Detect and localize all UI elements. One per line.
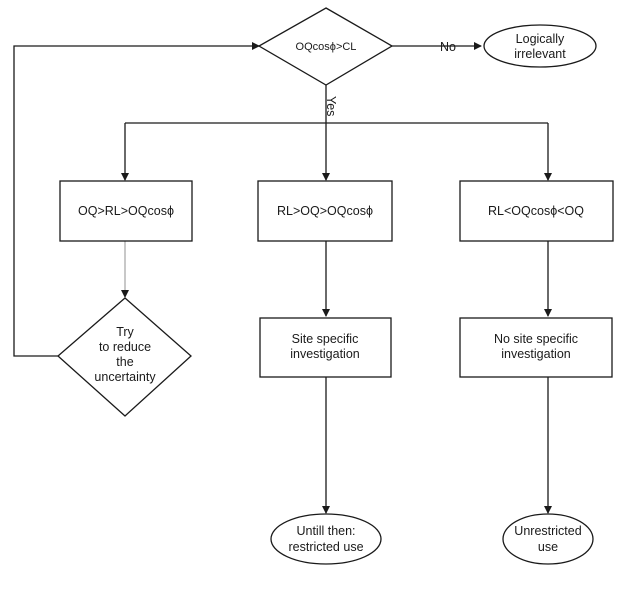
box-mid-text: RL>OQ>OQcosϕ <box>277 204 373 218</box>
terminal-irrelevant: Logically irrelevant <box>483 24 597 68</box>
decision-reduce-line-1: Try <box>116 325 134 339</box>
box-no-site-specific: No site specific investigation <box>459 317 613 378</box>
terminal-irrelevant-line-1: Logically <box>516 32 565 46</box>
terminal-restricted-line-1: Untill then: <box>296 524 355 538</box>
decision-top-text: OQcosϕ>CL <box>296 41 357 53</box>
terminal-restricted-line-2: restricted use <box>288 540 363 554</box>
box-site-line-2: investigation <box>290 347 360 361</box>
box-left-text: OQ>RL>OQcosϕ <box>78 204 174 218</box>
edge-no-label: No <box>440 40 456 54</box>
box-site-specific: Site specific investigation <box>259 317 392 378</box>
box-left: OQ>RL>OQcosϕ <box>59 180 193 242</box>
decision-reduce-uncertainty: Try to reduce the uncertainty <box>57 297 192 417</box>
feedback-loop <box>13 42 260 357</box>
decision-top: OQcosϕ>CL <box>257 7 394 86</box>
box-nosite-line-2: investigation <box>501 347 571 361</box>
terminal-restricted: Untill then: restricted use <box>270 513 382 565</box>
box-site-line-1: Site specific <box>292 332 359 346</box>
edge-yes-label: Yes <box>324 96 338 116</box>
decision-reduce-line-3: the <box>116 355 133 369</box>
box-right: RL<OQcosϕ<OQ <box>459 180 614 242</box>
box-mid: RL>OQ>OQcosϕ <box>257 180 393 242</box>
terminal-unrestricted-line-1: Unrestricted <box>514 524 581 538</box>
terminal-irrelevant-line-2: irrelevant <box>514 47 566 61</box>
decision-reduce-line-4: uncertainty <box>94 370 156 384</box>
terminal-unrestricted: Unrestricted use <box>502 513 594 565</box>
box-nosite-line-1: No site specific <box>494 332 578 346</box>
box-right-text: RL<OQcosϕ<OQ <box>488 204 584 218</box>
terminal-unrestricted-line-2: use <box>538 540 558 554</box>
decision-reduce-line-2: to reduce <box>99 340 151 354</box>
